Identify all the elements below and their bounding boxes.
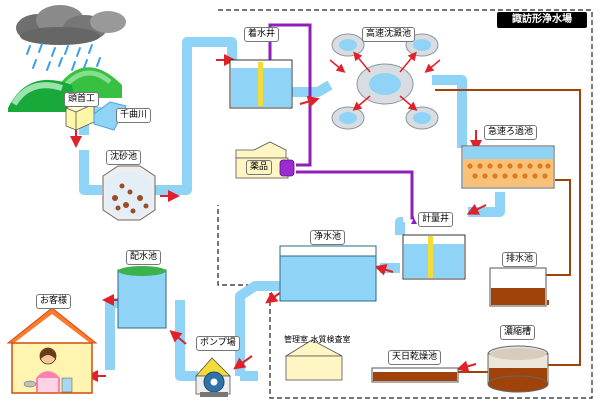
- rapid-filter: [461, 145, 555, 189]
- drain-basin: [489, 267, 547, 307]
- admin-building: [284, 339, 343, 381]
- distribution-reservoir: [117, 266, 167, 329]
- distribution-reservoir-label: 配水池: [126, 250, 162, 265]
- receiving-well: [229, 59, 293, 109]
- admin-building-label: 管理室 水質検査室: [284, 335, 351, 344]
- sand-basin-label: 沈砂池: [106, 150, 142, 165]
- thickener: [487, 345, 549, 393]
- headworks-label: 頭首工: [64, 92, 100, 107]
- rain-clouds: [16, 5, 126, 71]
- rapid-filter-label: 急速ろ過池: [484, 125, 538, 140]
- river-label: 千曲川: [116, 108, 152, 123]
- pump-station: [195, 357, 231, 397]
- metering-well-label: 計量井: [418, 212, 454, 227]
- plant-boundary: [217, 9, 593, 399]
- customer-label: お客様: [36, 294, 72, 309]
- sun-drying-bed: [371, 367, 459, 383]
- sun-drying-bed-label: 天日乾燥池: [388, 350, 442, 365]
- plant-name: 諏訪形浄水場: [497, 12, 587, 28]
- sand-basin: [102, 165, 156, 221]
- customer-house: [6, 307, 98, 394]
- clear-well-label: 浄水池: [310, 230, 346, 245]
- pump-station-label: ポンプ場: [196, 336, 240, 351]
- chemicals-label: 薬品: [246, 160, 273, 175]
- receiving-well-label: 着水井: [244, 27, 280, 42]
- metering-well: [402, 234, 466, 280]
- drain-basin-label: 排水池: [502, 252, 538, 267]
- thickener-label: 濃縮槽: [500, 325, 536, 340]
- settling-basin: [329, 33, 441, 130]
- mountains: [8, 67, 122, 112]
- clear-well: [279, 245, 377, 302]
- settling-basin-label: 高速沈澱池: [362, 27, 416, 42]
